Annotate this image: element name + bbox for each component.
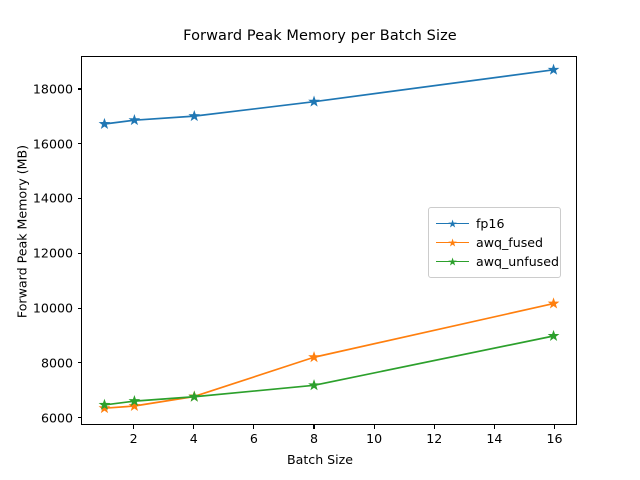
y-tick-label: 12000 [32,245,73,261]
data-point-marker [308,379,320,391]
y-axis-tick-labels: 6000 8000 10000 12000 14000 16000 18000 [0,0,73,480]
data-point-marker [128,394,141,407]
series-line [103,68,555,125]
x-tick-mark [433,425,435,429]
y-tick-label: 6000 [40,410,73,426]
y-tick-mark [77,143,81,145]
x-tick-label: 16 [546,431,563,446]
series-fp16 [98,63,560,129]
x-tick-mark [553,425,556,429]
legend-label: awq_fused [476,235,544,250]
legend-swatch: ★ [436,255,469,269]
x-tick-label: 4 [189,431,198,446]
x-tick-label: 12 [426,431,443,446]
series-line [103,335,555,406]
data-point-marker [547,63,560,75]
data-point-marker [188,390,201,402]
y-tick-label: 14000 [32,190,73,206]
y-tick-mark [77,362,81,364]
legend-swatch: ★ [436,236,469,250]
chart-title: Forward Peak Memory per Batch Size [183,28,457,44]
x-tick-label: 2 [129,431,138,446]
series-awq_unfused [98,329,560,410]
chart-legend: ★ fp16 ★ awq_fused ★ awq_unfused [428,207,561,278]
legend-line [436,222,469,225]
data-point-marker [188,109,201,122]
y-tick-mark [77,307,81,309]
legend-item-awq_unfused[interactable]: ★ awq_unfused [436,252,559,271]
legend-star-marker-icon: ★ [447,217,458,230]
x-axis-label: Batch Size [286,452,354,467]
y-tick-label: 10000 [32,300,73,316]
data-point-marker [547,297,560,309]
plot-area [98,63,560,414]
x-axis-tick-labels: 2 4 6 8 10 12 14 16 [0,431,640,451]
data-point-marker [98,402,111,414]
legend-swatch: ★ [436,217,469,231]
data-point-marker [308,95,320,107]
data-point-marker [128,399,141,411]
x-tick-label: 10 [366,431,383,446]
x-tick-label: 8 [309,431,318,446]
legend-item-awq_fused[interactable]: ★ awq_fused [436,233,552,252]
x-tick-label: 6 [249,431,258,446]
legend-star-marker-icon: ★ [447,236,458,249]
legend-star-marker-icon: ★ [447,255,458,268]
legend-line [436,260,469,263]
x-tick-mark [133,425,135,429]
y-tick-mark [77,252,81,254]
y-tick-label: 8000 [40,355,73,371]
legend-line [436,241,469,244]
y-tick-mark [77,417,81,419]
data-point-marker [128,114,141,126]
data-point-marker [98,398,111,410]
legend-item-fp16[interactable]: ★ fp16 [436,214,552,233]
y-tick-label: 16000 [32,136,73,152]
data-point-marker [98,117,111,129]
x-tick-mark [253,425,255,429]
y-axis-label: Forward Peak Memory (MB) [14,144,30,319]
data-point-marker [308,351,320,363]
x-tick-mark [193,425,195,429]
legend-label: awq_unfused [476,254,559,269]
x-tick-mark [313,425,315,429]
x-tick-mark [493,425,495,429]
y-tick-mark [77,88,81,90]
data-point-marker [547,329,560,341]
series-awq_fused [98,297,560,414]
x-tick-label: 14 [486,431,503,446]
x-tick-mark [373,425,375,429]
y-tick-mark [77,197,81,200]
series-line [103,302,555,410]
legend-label: fp16 [476,216,505,231]
y-tick-label: 18000 [32,81,73,97]
